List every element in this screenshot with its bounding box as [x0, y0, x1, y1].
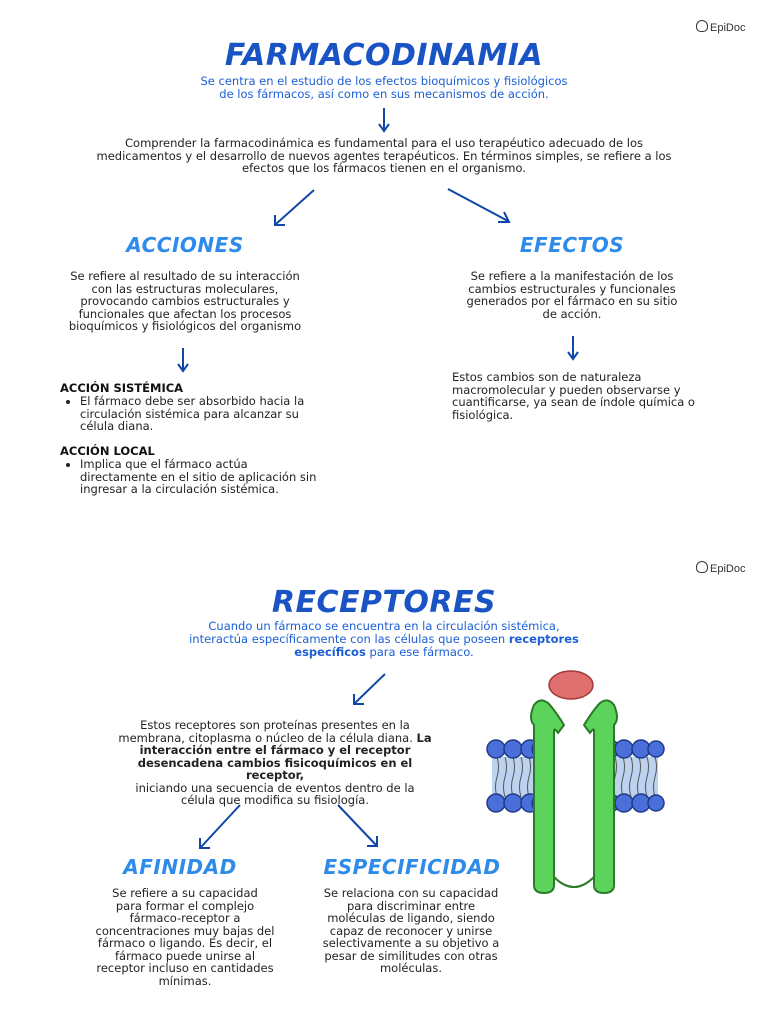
accion-local-list: Implica que el fármaco actúa directament…: [60, 458, 360, 496]
down-arrow-icon: [177, 348, 189, 373]
acciones-heading: ACCIONES: [126, 233, 244, 257]
brand-icon: [696, 561, 708, 573]
arrow-down-left-icon: [199, 804, 241, 849]
brand-icon: [696, 20, 708, 32]
page-title: FARMACODINAMIA: [224, 38, 544, 73]
accion-sistemica: ACCIÓN SISTÉMICA El fármaco debe ser abs…: [60, 381, 350, 433]
down-arrow-icon: [567, 336, 579, 361]
page-subtitle: Se centra en el estudio de los efectos b…: [200, 74, 568, 101]
ligand-icon: [548, 670, 594, 700]
afinidad-text: Se refiere a su capacidad para formar el…: [95, 886, 275, 988]
arrow-down-left-icon: [274, 189, 315, 226]
receptor-illustration: [486, 670, 665, 894]
accion-sistemica-list: El fármaco debe ser absorbido hacia la c…: [60, 395, 350, 433]
afinidad-heading: AFINIDAD: [123, 855, 237, 879]
accion-local-heading: ACCIÓN LOCAL: [60, 444, 155, 458]
accion-sistemica-heading: ACCIÓN SISTÉMICA: [60, 381, 184, 395]
intro-paragraph: Comprender la farmacodinámica es fundame…: [96, 136, 672, 175]
list-item: Implica que el fármaco actúa directament…: [80, 458, 360, 496]
arrow-down-right-icon: [447, 188, 511, 223]
efectos-detail: Estos cambios son de naturaleza macromol…: [452, 370, 695, 422]
receptores-title: RECEPTORES: [271, 585, 497, 620]
especificidad-heading: ESPECIFICIDAD: [323, 855, 501, 879]
receptor-protein: [530, 699, 618, 894]
efectos-text: Se refiere a la manifestación de los cam…: [466, 269, 678, 321]
down-arrow-icon: [378, 108, 390, 133]
receptores-subtitle: Cuando un fármaco se encuentra en la cir…: [189, 619, 579, 659]
acciones-text: Se refiere al resultado de su interacció…: [68, 269, 302, 333]
efectos-heading: EFECTOS: [519, 233, 625, 257]
list-item: El fármaco debe ser absorbido hacia la c…: [80, 395, 350, 433]
receptores-description: Estos receptores son proteínas presentes…: [118, 718, 432, 807]
brand-logo: EpiDoc: [696, 20, 745, 34]
arrow-down-right-icon: [337, 804, 378, 847]
brand-logo-2: EpiDoc: [696, 561, 745, 575]
arrow-down-left-icon: [353, 673, 386, 705]
especificidad-text: Se relaciona con su capacidad para discr…: [322, 886, 500, 975]
accion-local: ACCIÓN LOCAL Implica que el fármaco actú…: [60, 444, 360, 496]
